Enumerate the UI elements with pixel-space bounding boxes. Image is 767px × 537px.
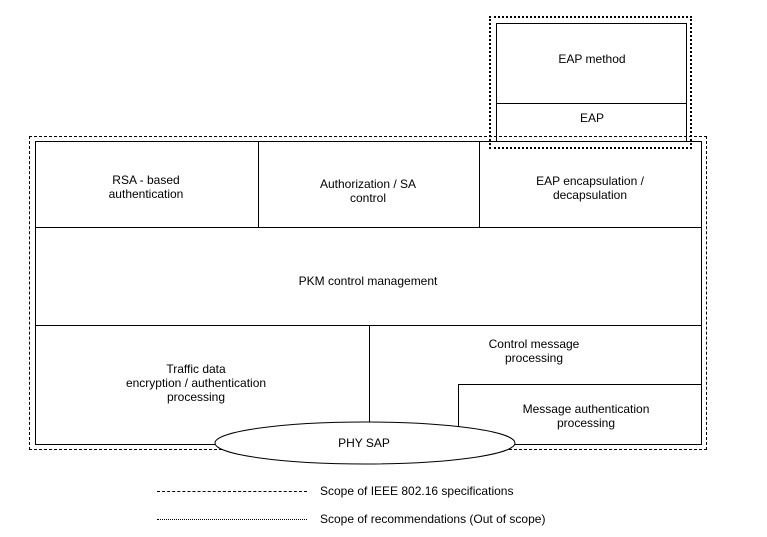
pkm-control-label: PKM control management — [298, 274, 438, 288]
authorization-sa-label: Authorization / SA control — [319, 177, 417, 205]
control-message-label: Control message processing — [488, 337, 580, 365]
eap-block — [496, 103, 687, 142]
eap-label: EAP — [579, 111, 605, 125]
phy-sap-label: PHY SAP — [338, 436, 390, 450]
eap-method-label: EAP method — [558, 52, 626, 66]
traffic-data-label: Traffic data encryption / authentication… — [125, 362, 267, 404]
message-auth-label: Message authentication processing — [522, 402, 650, 430]
recommendations-scope-boundary — [489, 16, 692, 149]
legend-ieee-scope-label: Scope of IEEE 802.16 specifications — [320, 484, 514, 498]
eap-encapsulation-label: EAP encapsulation / decapsulation — [536, 174, 644, 202]
legend-recommendations-label: Scope of recommendations (Out of scope) — [320, 512, 546, 526]
phy-sap-ellipse — [214, 421, 516, 465]
legend-dashed-line — [157, 491, 307, 492]
message-auth-block — [458, 384, 702, 445]
legend-dotted-line — [157, 519, 307, 520]
rsa-auth-label: RSA - based authentication — [108, 173, 184, 201]
